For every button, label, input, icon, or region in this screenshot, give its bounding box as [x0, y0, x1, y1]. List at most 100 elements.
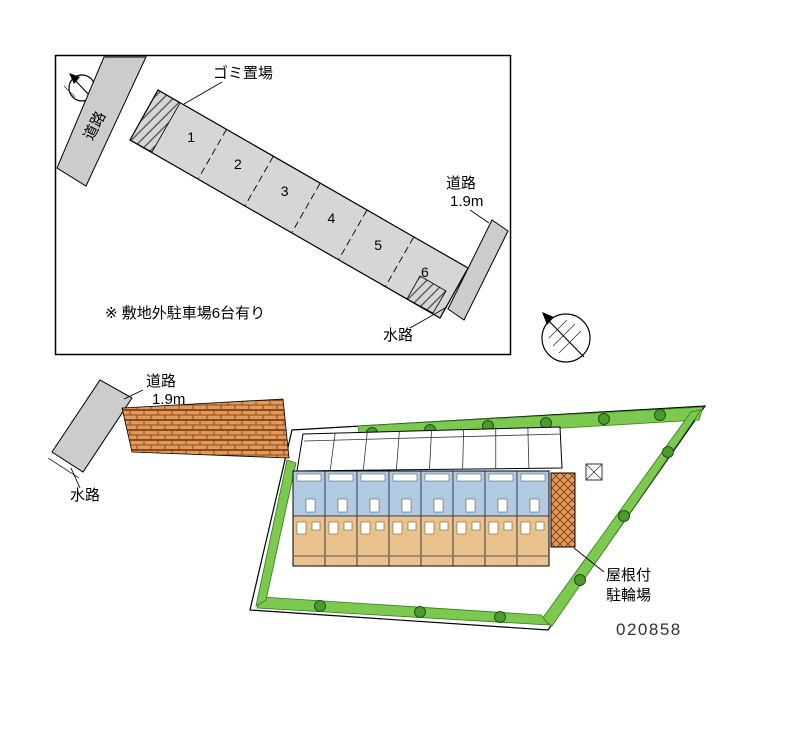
unit-fixture: [439, 521, 449, 531]
parking-space-number: 3: [281, 183, 289, 199]
unit-window: [296, 473, 322, 482]
road-band: [51, 379, 133, 473]
carport-divider: [362, 432, 368, 471]
apartment-building: [292, 470, 550, 567]
unit-fixture: [375, 521, 385, 531]
parking-space-number: 6: [421, 264, 429, 280]
unit-door: [433, 498, 444, 513]
road-band-left: [56, 56, 147, 187]
parking-space-number: 2: [234, 156, 242, 172]
carport-divider: [462, 429, 465, 470]
garbage-label: ゴミ置場: [213, 64, 273, 82]
site-map: 道路 1.9m 水路 屋根付 駐輪場: [47, 373, 707, 639]
unit: [420, 470, 454, 567]
unit-window: [488, 473, 514, 482]
waterway-label-top: 水路: [383, 327, 413, 344]
unit-door: [465, 498, 476, 513]
compass-hatch: [548, 319, 568, 339]
offsite-parking-note: ※ 敷地外駐車場6台有り: [105, 304, 265, 322]
unit-fixture: [360, 521, 371, 535]
bike-shed-label-1: 屋根付: [606, 567, 651, 584]
unit-fixture: [392, 521, 403, 535]
unit-fixture: [424, 521, 435, 535]
compass-hatch: [558, 330, 582, 354]
compass-arrowhead: [69, 73, 80, 84]
tree: [414, 606, 426, 618]
tree: [314, 600, 326, 612]
compass-hatch: [552, 323, 576, 347]
utility-box: [585, 463, 603, 481]
north-arrow-large-icon: [541, 312, 591, 363]
building-outline: [292, 470, 550, 567]
waterway-leader: [70, 467, 81, 489]
carport-divider: [527, 427, 530, 469]
compass-hatch: [63, 85, 76, 98]
unit-door: [401, 498, 412, 513]
bike-shed-leader: [573, 547, 605, 573]
tree: [618, 510, 630, 522]
unit: [388, 470, 422, 567]
road-label: 道路: [146, 373, 176, 390]
bike-shed-label-2: 駐輪場: [606, 587, 651, 604]
tree: [654, 409, 666, 421]
carport-row: [296, 426, 563, 472]
unit-fixture: [343, 521, 353, 531]
unit-window: [424, 473, 450, 482]
parking-space-number: 1: [187, 129, 195, 145]
unit-window: [328, 473, 354, 482]
unit-window: [456, 473, 482, 482]
unit: [452, 470, 486, 567]
utility-box-x: [585, 463, 603, 481]
unit-door: [529, 498, 540, 513]
unit-fixture: [328, 521, 339, 535]
unit-door: [305, 498, 316, 513]
unit: [484, 470, 518, 567]
waterway-label: 水路: [70, 487, 100, 504]
unit-fixture: [456, 521, 467, 535]
unit-door: [497, 498, 508, 513]
tree: [598, 413, 610, 425]
parking-divider: [385, 237, 414, 287]
unit-window: [520, 473, 546, 482]
carport-divider: [329, 433, 336, 471]
parking-divider: [338, 210, 368, 260]
compass-arrowhead: [542, 312, 554, 325]
unit-window: [360, 473, 386, 482]
compass-needle: [545, 317, 585, 358]
parking-divider: [198, 129, 227, 179]
tree: [494, 611, 506, 623]
unit: [516, 470, 550, 567]
unit-fixture: [488, 521, 499, 535]
brick-path: [121, 398, 290, 459]
garbage-leader: [183, 81, 223, 105]
unit-fixture: [311, 521, 321, 531]
green-band-left: [255, 459, 297, 607]
tree: [574, 574, 586, 586]
unit-fixture: [296, 521, 307, 535]
strip-end-structure: [406, 275, 447, 314]
unit-door: [337, 498, 348, 513]
unit-fixture: [407, 521, 417, 531]
carport-divider: [395, 431, 400, 470]
road-leader: [123, 389, 144, 400]
carport-roof-line: [303, 433, 562, 442]
parking-space-number: 5: [374, 237, 382, 253]
unit-door: [369, 498, 380, 513]
unit: [324, 470, 358, 567]
parking-divider: [291, 183, 321, 233]
road-right-leader: [469, 209, 490, 224]
waterway-leader-top: [409, 306, 448, 329]
unit-fixture: [535, 521, 545, 531]
unit: [356, 470, 390, 567]
parking-divider: [244, 156, 274, 206]
road-right-label: 道路: [446, 175, 476, 192]
unit: [292, 470, 326, 567]
road-width: 1.9m: [152, 391, 185, 408]
road-right-width: 1.9m: [450, 193, 483, 210]
unit-fixture: [503, 521, 513, 531]
garbage-area: [129, 89, 181, 153]
